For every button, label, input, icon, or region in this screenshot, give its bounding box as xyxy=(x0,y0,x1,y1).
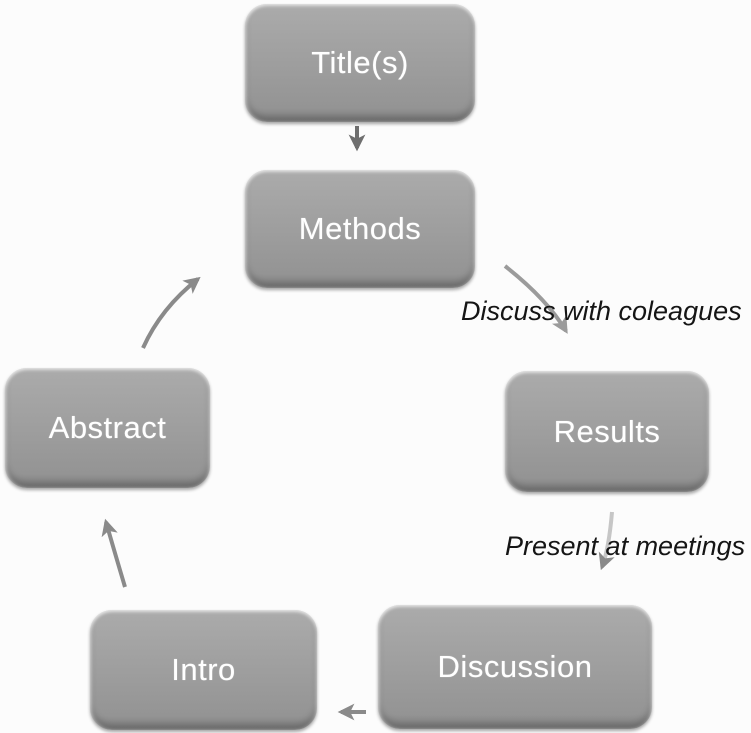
node-title: Title(s) xyxy=(245,4,475,122)
node-abstract: Abstract xyxy=(5,368,210,488)
node-title-label: Title(s) xyxy=(311,45,409,80)
node-abstract-label: Abstract xyxy=(48,410,167,445)
annotation-present-at-meetings: Present at meetings xyxy=(505,531,746,561)
node-intro: Intro xyxy=(90,610,317,730)
annotation-discuss-with-colleagues: Discuss with coleagues xyxy=(461,296,742,326)
node-discussion-label: Discussion xyxy=(437,649,593,684)
arrow-abstract-to-methods xyxy=(141,276,201,349)
node-methods: Methods xyxy=(245,170,475,288)
node-results: Results xyxy=(505,371,709,492)
node-results-label: Results xyxy=(553,413,661,449)
arrow-intro-to-abstract xyxy=(101,518,127,588)
node-methods-label: Methods xyxy=(298,211,422,246)
node-intro-label: Intro xyxy=(171,652,236,687)
node-discussion: Discussion xyxy=(378,605,652,729)
